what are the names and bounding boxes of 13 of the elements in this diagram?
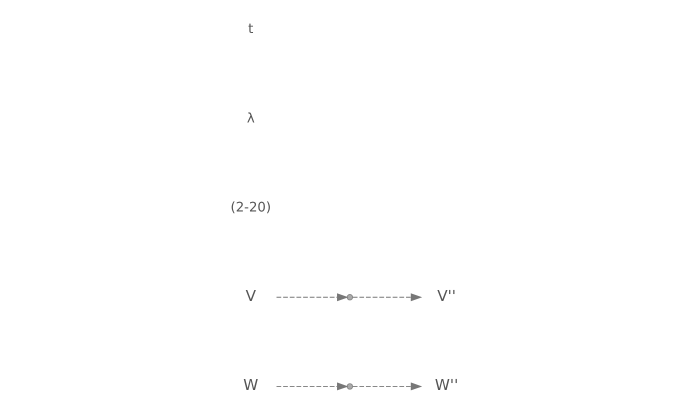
arrow [276,382,348,390]
node-circle [346,294,353,300]
arrow [352,382,422,390]
label: (2-20) [230,200,271,216]
arrow [276,293,348,302]
arrow [352,293,422,302]
label: t [248,22,253,38]
node-text: W [242,376,258,394]
node-text: W'' [434,376,458,394]
label: λ [246,111,254,126]
node-circle [346,383,353,390]
node-text: V [245,286,256,305]
node-text: V'' [436,286,456,305]
